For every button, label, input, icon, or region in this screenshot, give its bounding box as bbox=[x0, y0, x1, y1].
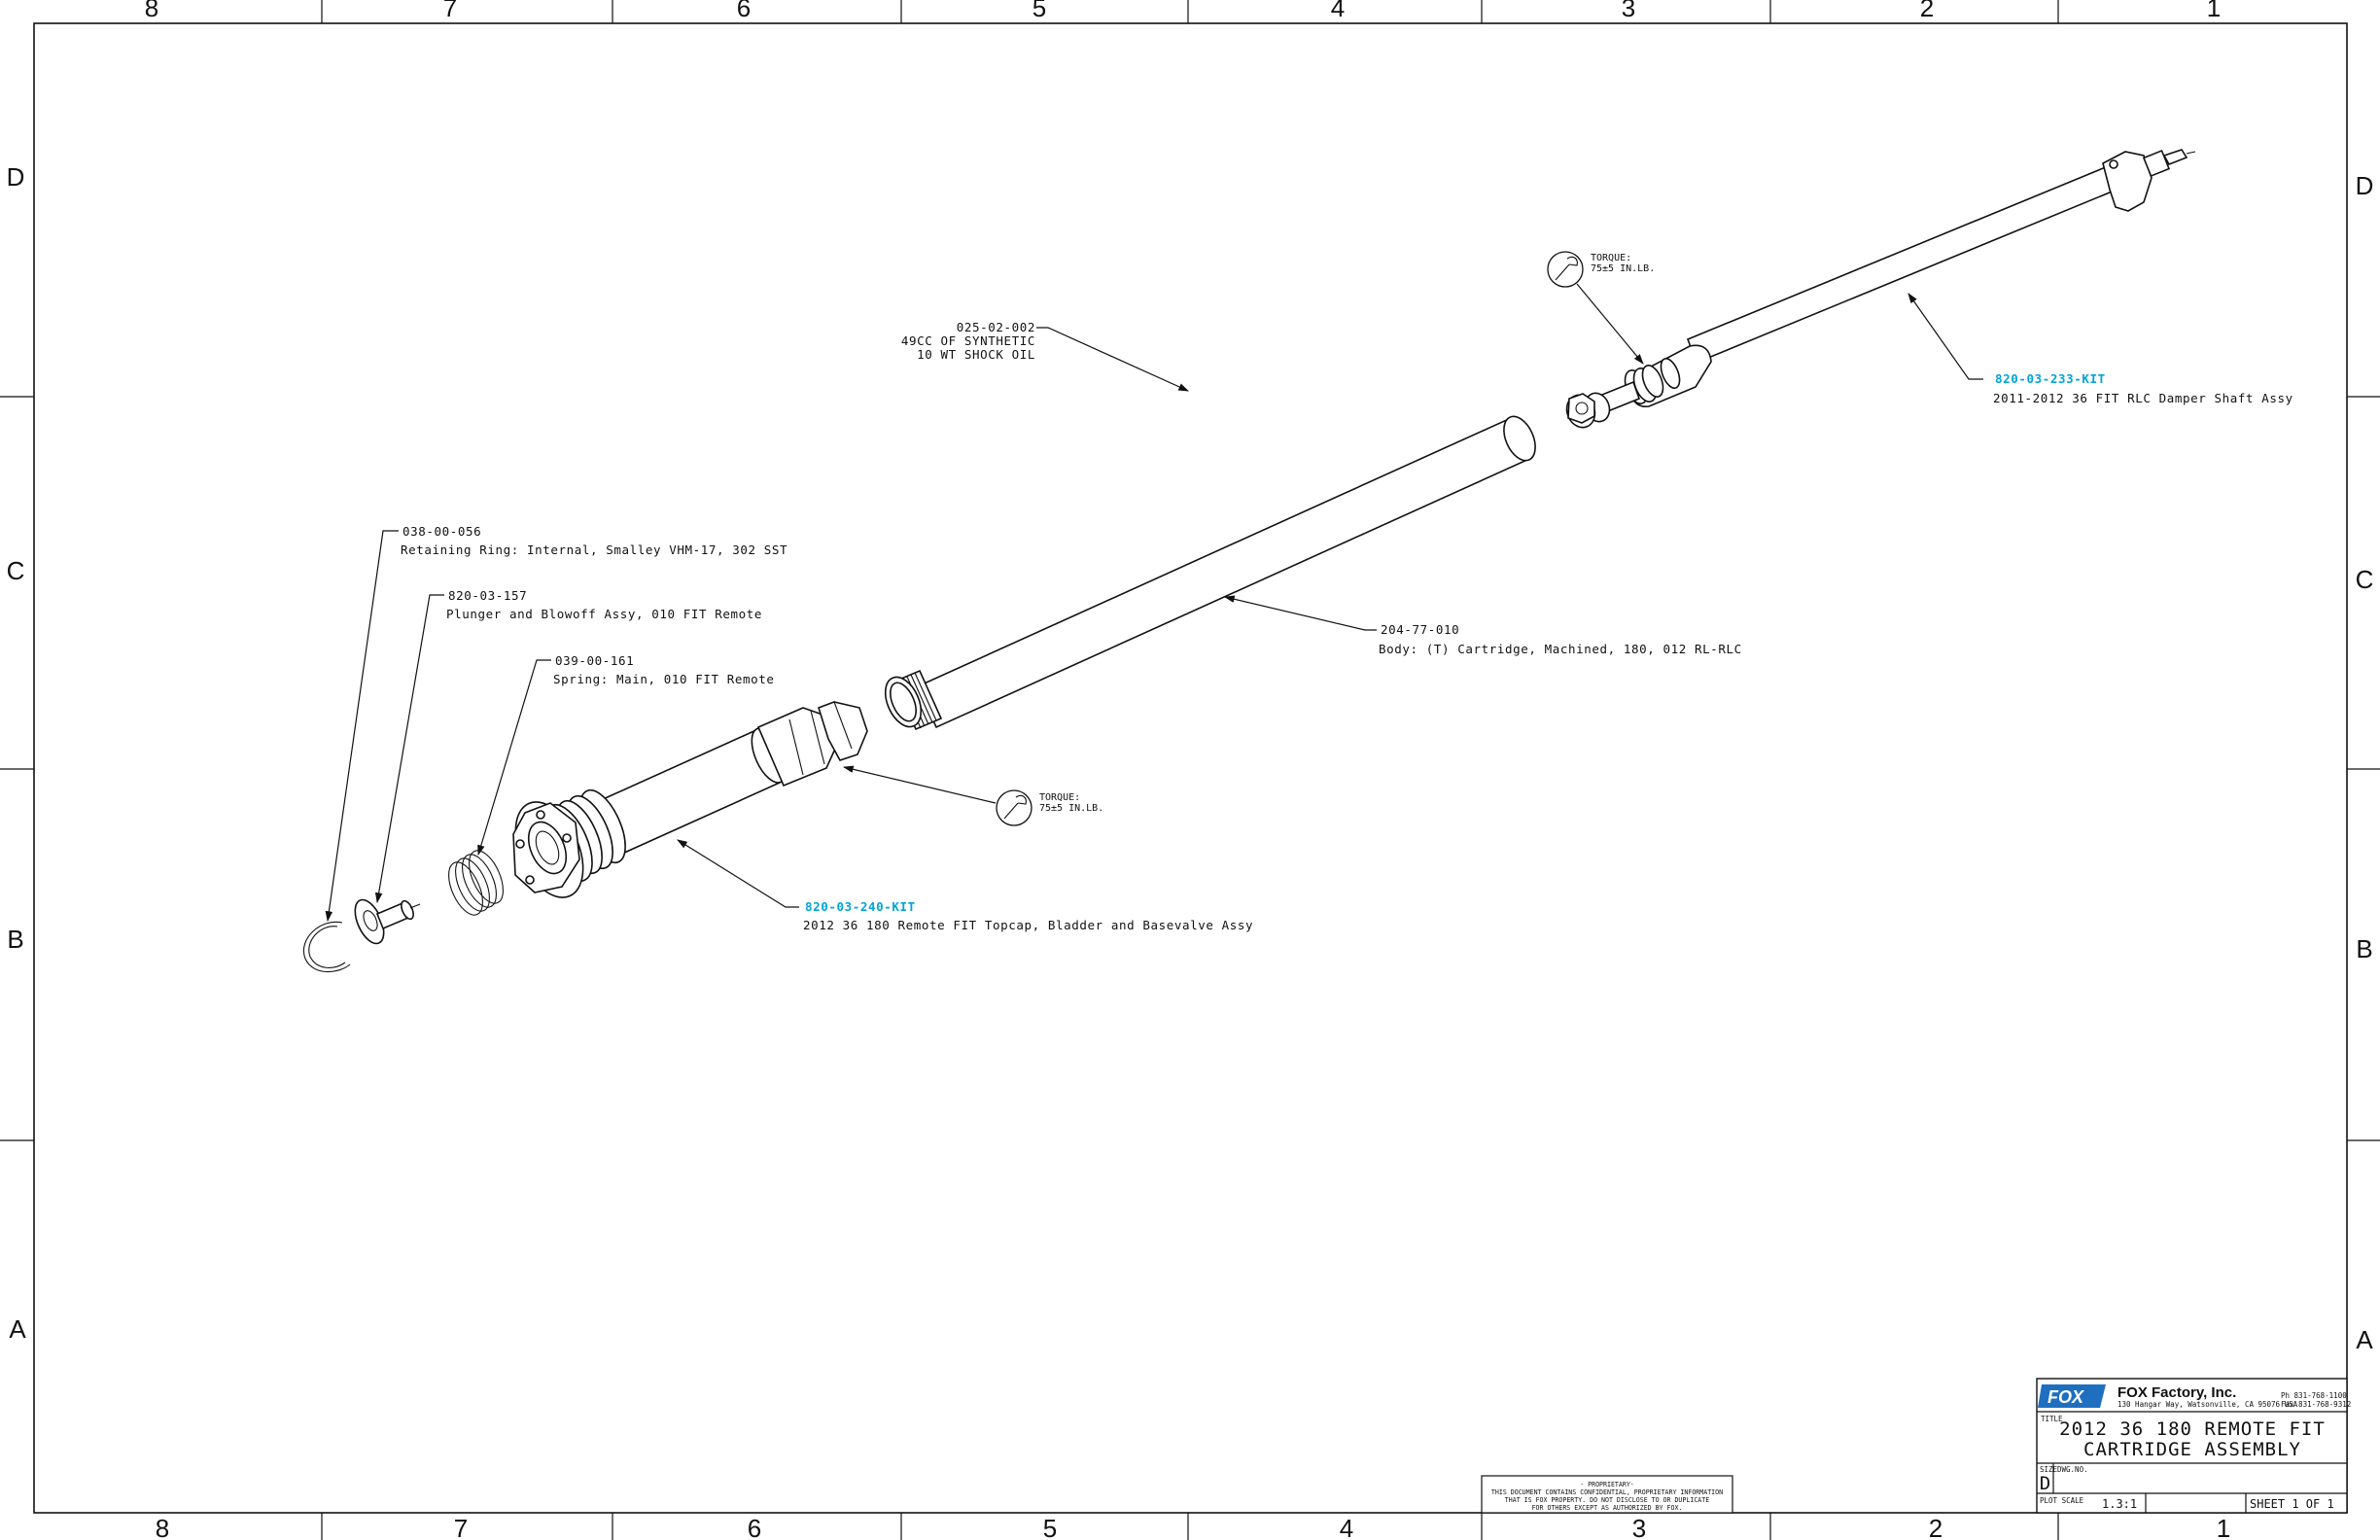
zone-top-3: 3 bbox=[1622, 0, 1635, 22]
fox-logo: FOX bbox=[2038, 1384, 2106, 1408]
plunger-blowoff-assy bbox=[354, 898, 421, 945]
company-fax: Fax 831-768-9312 bbox=[2281, 1400, 2351, 1409]
zone-top-1: 1 bbox=[2207, 0, 2221, 22]
cartridge-body bbox=[884, 415, 1536, 731]
zone-left-C: C bbox=[7, 556, 25, 585]
callout-spring: 039-00-161 Spring: Main, 010 FIT Remote bbox=[477, 653, 775, 857]
zone-left-B: B bbox=[7, 925, 23, 954]
oil-line3: 10 WT SHOCK OIL bbox=[917, 347, 1035, 362]
torque-upper-value: 75±5 IN.LB. bbox=[1591, 263, 1655, 274]
plot-scale-label: PLOT SCALE bbox=[2040, 1496, 2084, 1505]
title-label: TITLE bbox=[2041, 1415, 2063, 1423]
callout-topcap: 820-03-240-KIT 2012 36 180 Remote FIT To… bbox=[677, 839, 1253, 932]
proprietary-notice: - PROPRIETARY- THIS DOCUMENT CONTAINS CO… bbox=[1481, 1475, 1733, 1514]
zone-top-8: 8 bbox=[145, 0, 158, 22]
topcap-part-number: 820-03-240-KIT bbox=[805, 899, 916, 914]
zone-top-4: 4 bbox=[1331, 0, 1345, 22]
fox-logo-text: FOX bbox=[2048, 1387, 2084, 1407]
main-spring bbox=[448, 850, 504, 916]
oil-part-number: 025-02-002 bbox=[957, 320, 1035, 334]
damper-shaft-part-number: 820-03-233-KIT bbox=[1995, 371, 2106, 386]
torque-lower-label: TORQUE: bbox=[1039, 792, 1080, 803]
title-block: FOX FOX Factory, Inc. 130 Hangar Way, Wa… bbox=[2036, 1378, 2351, 1514]
company-address: 130 Hangar Way, Watsonville, CA 95076 US… bbox=[2118, 1400, 2298, 1409]
callout-torque-lower: TORQUE: 75±5 IN.LB. bbox=[842, 765, 1103, 826]
callout-body: 204-77-010 Body: (T) Cartridge, Machined… bbox=[1223, 595, 1742, 656]
damper-shaft-assy bbox=[1565, 149, 2196, 429]
zone-bottom-4: 4 bbox=[1340, 1514, 1353, 1540]
torque-lower-value: 75±5 IN.LB. bbox=[1039, 803, 1103, 814]
zone-top-6: 6 bbox=[737, 0, 751, 22]
size-label: SIZE bbox=[2040, 1465, 2058, 1474]
company-phone: Ph 831-768-1100 bbox=[2281, 1391, 2347, 1400]
oil-line2: 49CC OF SYNTHETIC bbox=[901, 333, 1035, 348]
zone-top-2: 2 bbox=[1920, 0, 1934, 22]
plunger-part-number: 820-03-157 bbox=[448, 588, 527, 603]
sheet-number: SHEET 1 OF 1 bbox=[2250, 1497, 2334, 1511]
zone-bottom-5: 5 bbox=[1043, 1514, 1057, 1540]
body-description: Body: (T) Cartridge, Machined, 180, 012 … bbox=[1379, 642, 1742, 656]
spring-part-number: 039-00-161 bbox=[555, 653, 634, 668]
zone-right-C: C bbox=[2356, 565, 2374, 594]
topcap-description: 2012 36 180 Remote FIT Topcap, Bladder a… bbox=[803, 918, 1253, 932]
proprietary-line3: THAT IS FOX PROPERTY. DO NOT DISCLOSE TO… bbox=[1505, 1496, 1709, 1504]
proprietary-line4: FOR OTHERS EXCEPT AS AUTHORIZED BY FOX. bbox=[1532, 1504, 1683, 1512]
spring-description: Spring: Main, 010 FIT Remote bbox=[553, 672, 775, 686]
size-value: D bbox=[2040, 1473, 2051, 1494]
damper-shaft-description: 2011-2012 36 FIT RLC Damper Shaft Assy bbox=[1993, 391, 2293, 405]
drawing-title-line1: 2012 36 180 REMOTE FIT bbox=[2059, 1418, 2326, 1440]
zone-bottom-6: 6 bbox=[748, 1514, 761, 1540]
retaining-ring-description: Retaining Ring: Internal, Smalley VHM-17… bbox=[401, 542, 788, 557]
zone-top-7: 7 bbox=[443, 0, 457, 22]
body-part-number: 204-77-010 bbox=[1381, 622, 1459, 637]
zone-bottom-7: 7 bbox=[454, 1514, 468, 1540]
zone-bottom-8: 8 bbox=[156, 1514, 169, 1540]
callout-damper-shaft: 820-03-233-KIT 2011-2012 36 FIT RLC Damp… bbox=[1908, 293, 2293, 405]
zone-left-A: A bbox=[9, 1314, 26, 1344]
zone-bottom-1: 1 bbox=[2217, 1514, 2230, 1540]
zone-left-D: D bbox=[7, 162, 25, 192]
zone-right-D: D bbox=[2356, 171, 2374, 200]
drawing-title-line2: CARTRIDGE ASSEMBLY bbox=[2083, 1439, 2301, 1460]
callout-retaining-ring: 038-00-056 Retaining Ring: Internal, Sma… bbox=[325, 524, 788, 923]
torque-upper-label: TORQUE: bbox=[1591, 253, 1631, 263]
zone-bottom-3: 3 bbox=[1632, 1514, 1646, 1540]
zone-right-A: A bbox=[2356, 1325, 2373, 1354]
dwg-no-label: DWG.NO. bbox=[2057, 1465, 2088, 1474]
proprietary-line2: THIS DOCUMENT CONTAINS CONFIDENTIAL, PRO… bbox=[1491, 1488, 1723, 1496]
retaining-ring bbox=[302, 921, 351, 973]
proprietary-line1: - PROPRIETARY- bbox=[1580, 1481, 1634, 1488]
retaining-ring-part-number: 038-00-056 bbox=[402, 524, 481, 539]
callout-torque-upper: TORQUE: 75±5 IN.LB. bbox=[1547, 251, 1655, 365]
company-name: FOX Factory, Inc. bbox=[2118, 1384, 2236, 1401]
callout-plunger: 820-03-157 Plunger and Blowoff Assy, 010… bbox=[374, 588, 762, 904]
plunger-description: Plunger and Blowoff Assy, 010 FIT Remote bbox=[446, 607, 762, 621]
zone-right-B: B bbox=[2356, 934, 2372, 963]
zone-top-5: 5 bbox=[1032, 0, 1046, 22]
zone-bottom-2: 2 bbox=[1929, 1514, 1942, 1540]
plot-scale-value: 1.3:1 bbox=[2102, 1497, 2137, 1511]
callout-oil: 025-02-002 49CC OF SYNTHETIC 10 WT SHOCK… bbox=[901, 320, 1189, 392]
topcap-bladder-basevalve-assy bbox=[512, 701, 868, 898]
